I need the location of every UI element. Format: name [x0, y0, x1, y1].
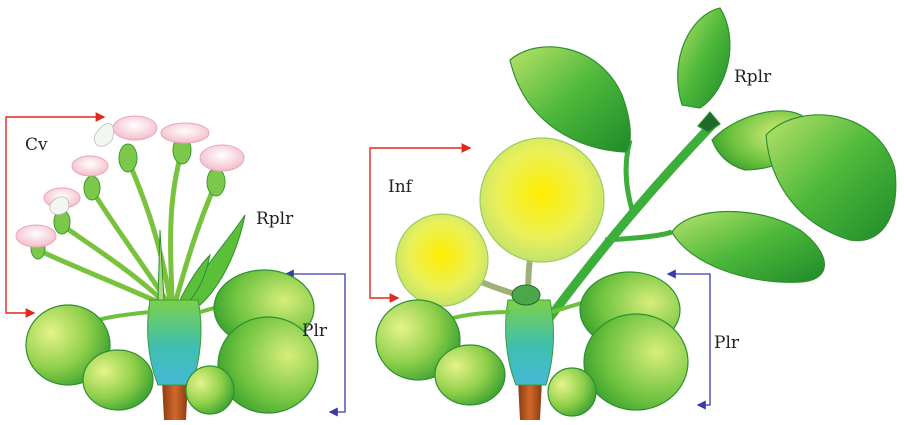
label-plr-right: Plr — [714, 333, 740, 353]
right-plant: Inf Rplr Plr — [370, 8, 896, 420]
label-rplr-left: Rplr — [256, 209, 294, 229]
stem-right — [506, 300, 554, 385]
root-left — [162, 380, 188, 420]
fruit-left — [396, 214, 488, 306]
label-cv: Cv — [25, 135, 48, 155]
label-plr-left: Plr — [302, 321, 328, 341]
label-rplr-right: Rplr — [734, 67, 772, 87]
label-inf: Inf — [388, 177, 414, 197]
stem-left — [148, 300, 201, 385]
crown-bud — [512, 285, 540, 305]
root-right — [518, 380, 542, 420]
fruit-top — [480, 138, 604, 262]
left-plant: Cv Rplr Plr — [6, 116, 345, 420]
